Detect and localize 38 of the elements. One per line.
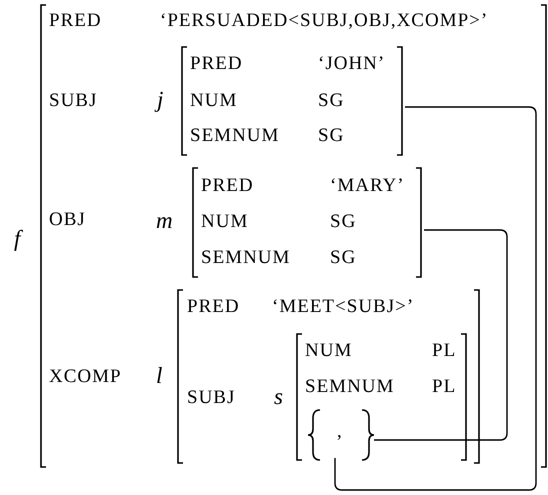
- attribute-value: ‘PERSUADED<SUBJ,OBJ,XCOMP>’: [160, 10, 488, 32]
- variable-label: l: [156, 364, 162, 388]
- attribute-name: SEMNUM: [201, 247, 290, 269]
- attribute-value-matrix: [177, 290, 480, 463]
- set-braces: [308, 410, 374, 458]
- attribute-value: SG: [330, 211, 356, 233]
- attribute-name: NUM: [190, 90, 238, 112]
- attribute-name: SEMNUM: [305, 376, 394, 398]
- attribute-name: SUBJ: [187, 387, 236, 409]
- attribute-value: PL: [432, 340, 456, 362]
- attribute-value-matrix: [181, 47, 403, 155]
- attribute-value: ‘JOHN’: [318, 53, 386, 75]
- attribute-value: SG: [318, 125, 344, 147]
- variable-label: j: [157, 88, 164, 112]
- attribute-name: OBJ: [49, 209, 86, 231]
- attribute-name: NUM: [201, 211, 248, 233]
- attribute-value: PL: [432, 376, 456, 398]
- variable-label: m: [156, 209, 173, 233]
- attribute-value: ‘MARY’: [330, 175, 405, 197]
- attribute-value-matrix: [40, 5, 547, 467]
- attribute-name: XCOMP: [49, 366, 122, 388]
- attribute-value-matrix: [192, 168, 422, 277]
- attribute-value: SG: [318, 90, 344, 112]
- attribute-name: NUM: [305, 340, 352, 362]
- attribute-name: SUBJ: [49, 90, 98, 112]
- attribute-name: PRED: [187, 296, 240, 318]
- variable-label: s: [274, 385, 283, 409]
- attribute-name: SEMNUM: [190, 125, 280, 147]
- attribute-value: ‘MEET<SUBJ>’: [272, 296, 414, 318]
- variable-label: f: [14, 227, 20, 251]
- comma-separator: ,: [337, 421, 343, 443]
- attribute-value-matrix: [296, 334, 467, 460]
- attribute-value: SG: [330, 247, 356, 269]
- attribute-name: PRED: [49, 10, 102, 32]
- attribute-name: PRED: [190, 53, 243, 75]
- connector-line: [374, 229, 508, 441]
- connector-line: [334, 106, 537, 491]
- attribute-name: PRED: [201, 175, 254, 197]
